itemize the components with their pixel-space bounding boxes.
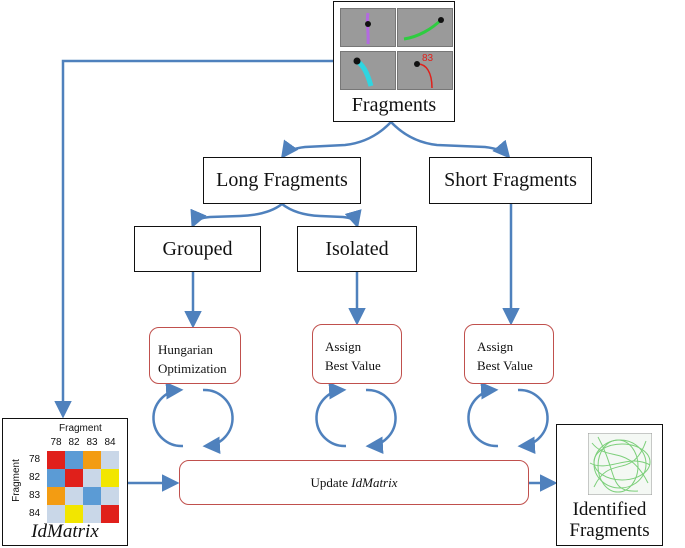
assign1-label-line1: Assign: [325, 339, 362, 354]
identified-fragments-node: Identified Fragments: [556, 424, 663, 546]
hungarian-label-line1: Hungarian: [158, 342, 213, 357]
fragment-thumbnail-red: 83: [397, 51, 453, 90]
idmatrix-cell: [101, 469, 119, 487]
hungarian-label-line2: Optimization: [158, 361, 227, 376]
arrow-long-to-isolated: [281, 203, 362, 229]
idmatrix-node: Fragment Fragment 78 82 83 84 78 82 83 84 IdMa…: [2, 418, 128, 546]
isolated-node: Isolated: [297, 226, 417, 272]
long-fragments-node: Long Fragments: [203, 157, 361, 204]
hungarian-optimization-node: Hungarian Optimization: [149, 327, 241, 384]
identified-label-line2: Fragments: [569, 520, 650, 541]
idmatrix-row-axis-label: Fragment: [10, 459, 22, 502]
idmatrix-cell: [65, 451, 83, 469]
idmatrix-column-id: 82: [68, 437, 80, 448]
update-label: Update: [310, 475, 352, 490]
identified-trajectories-image: [588, 433, 652, 495]
idmatrix-cell: [65, 487, 83, 505]
grouped-node: Grouped: [134, 226, 261, 272]
idmatrix-row-id: 82: [29, 472, 41, 483]
arrow-long-to-grouped: [190, 202, 283, 229]
idmatrix-cell: [83, 487, 101, 505]
idmatrix-row-id: 83: [29, 490, 41, 501]
fragments-label: Fragments: [351, 94, 437, 116]
idmatrix-cell: [47, 505, 65, 523]
short-fragments-node: Short Fragments: [429, 157, 592, 204]
idmatrix-cell: [47, 469, 65, 487]
fragments-node: 83 Fragments: [333, 1, 455, 122]
fragment-thumbnail-cyan: [340, 51, 396, 90]
idmatrix-cell: [101, 505, 119, 523]
idmatrix-column-id: 83: [86, 437, 98, 448]
update-idmatrix-node: Update IdMatrix: [179, 460, 529, 505]
idmatrix-cell: [83, 505, 101, 523]
fragment-id-label: 83: [422, 53, 434, 64]
idmatrix-cell: [47, 487, 65, 505]
identified-label-line1: Identified: [572, 499, 647, 520]
fragment-thumbnail-purple: [340, 8, 396, 47]
arrow-fragments-to-idmatrix: [54, 59, 333, 419]
cycle-loop-assign1: [315, 382, 397, 454]
assign1-label-line2: Best Value: [325, 358, 381, 373]
arrow-fragments-to-short: [390, 121, 511, 159]
idmatrix-cell: [83, 469, 101, 487]
idmatrix-column-id: 84: [104, 437, 116, 448]
assign-best-value-node-isolated: Assign Best Value: [312, 324, 402, 384]
idmatrix-cell: [83, 451, 101, 469]
assign2-label-line2: Best Value: [477, 358, 533, 373]
cycle-loop-assign2: [467, 382, 549, 454]
idmatrix-column-ids: 78 82 83 84: [47, 437, 119, 451]
assign2-label-line1: Assign: [477, 339, 514, 354]
idmatrix-cell: [101, 487, 119, 505]
idmatrix-grid: [47, 451, 119, 523]
idmatrix-row-id: 78: [29, 454, 41, 465]
idmatrix-row-ids: 78 82 83 84: [29, 451, 45, 523]
fragment-thumbnail-green: [397, 8, 453, 47]
idmatrix-cell: [47, 451, 65, 469]
arrow-fragments-to-long: [280, 121, 392, 159]
idmatrix-caption: IdMatrix: [31, 521, 99, 542]
assign-best-value-node-short: Assign Best Value: [464, 324, 554, 384]
update-label-emphasis: IdMatrix: [351, 475, 398, 490]
idmatrix-row-id: 84: [29, 508, 41, 519]
idmatrix-column-axis-label: Fragment: [59, 423, 102, 434]
idmatrix-cell: [65, 505, 83, 523]
cycle-loop-hungarian: [152, 382, 234, 454]
idmatrix-cell: [65, 469, 83, 487]
idmatrix-cell: [101, 451, 119, 469]
idmatrix-column-id: 78: [50, 437, 62, 448]
